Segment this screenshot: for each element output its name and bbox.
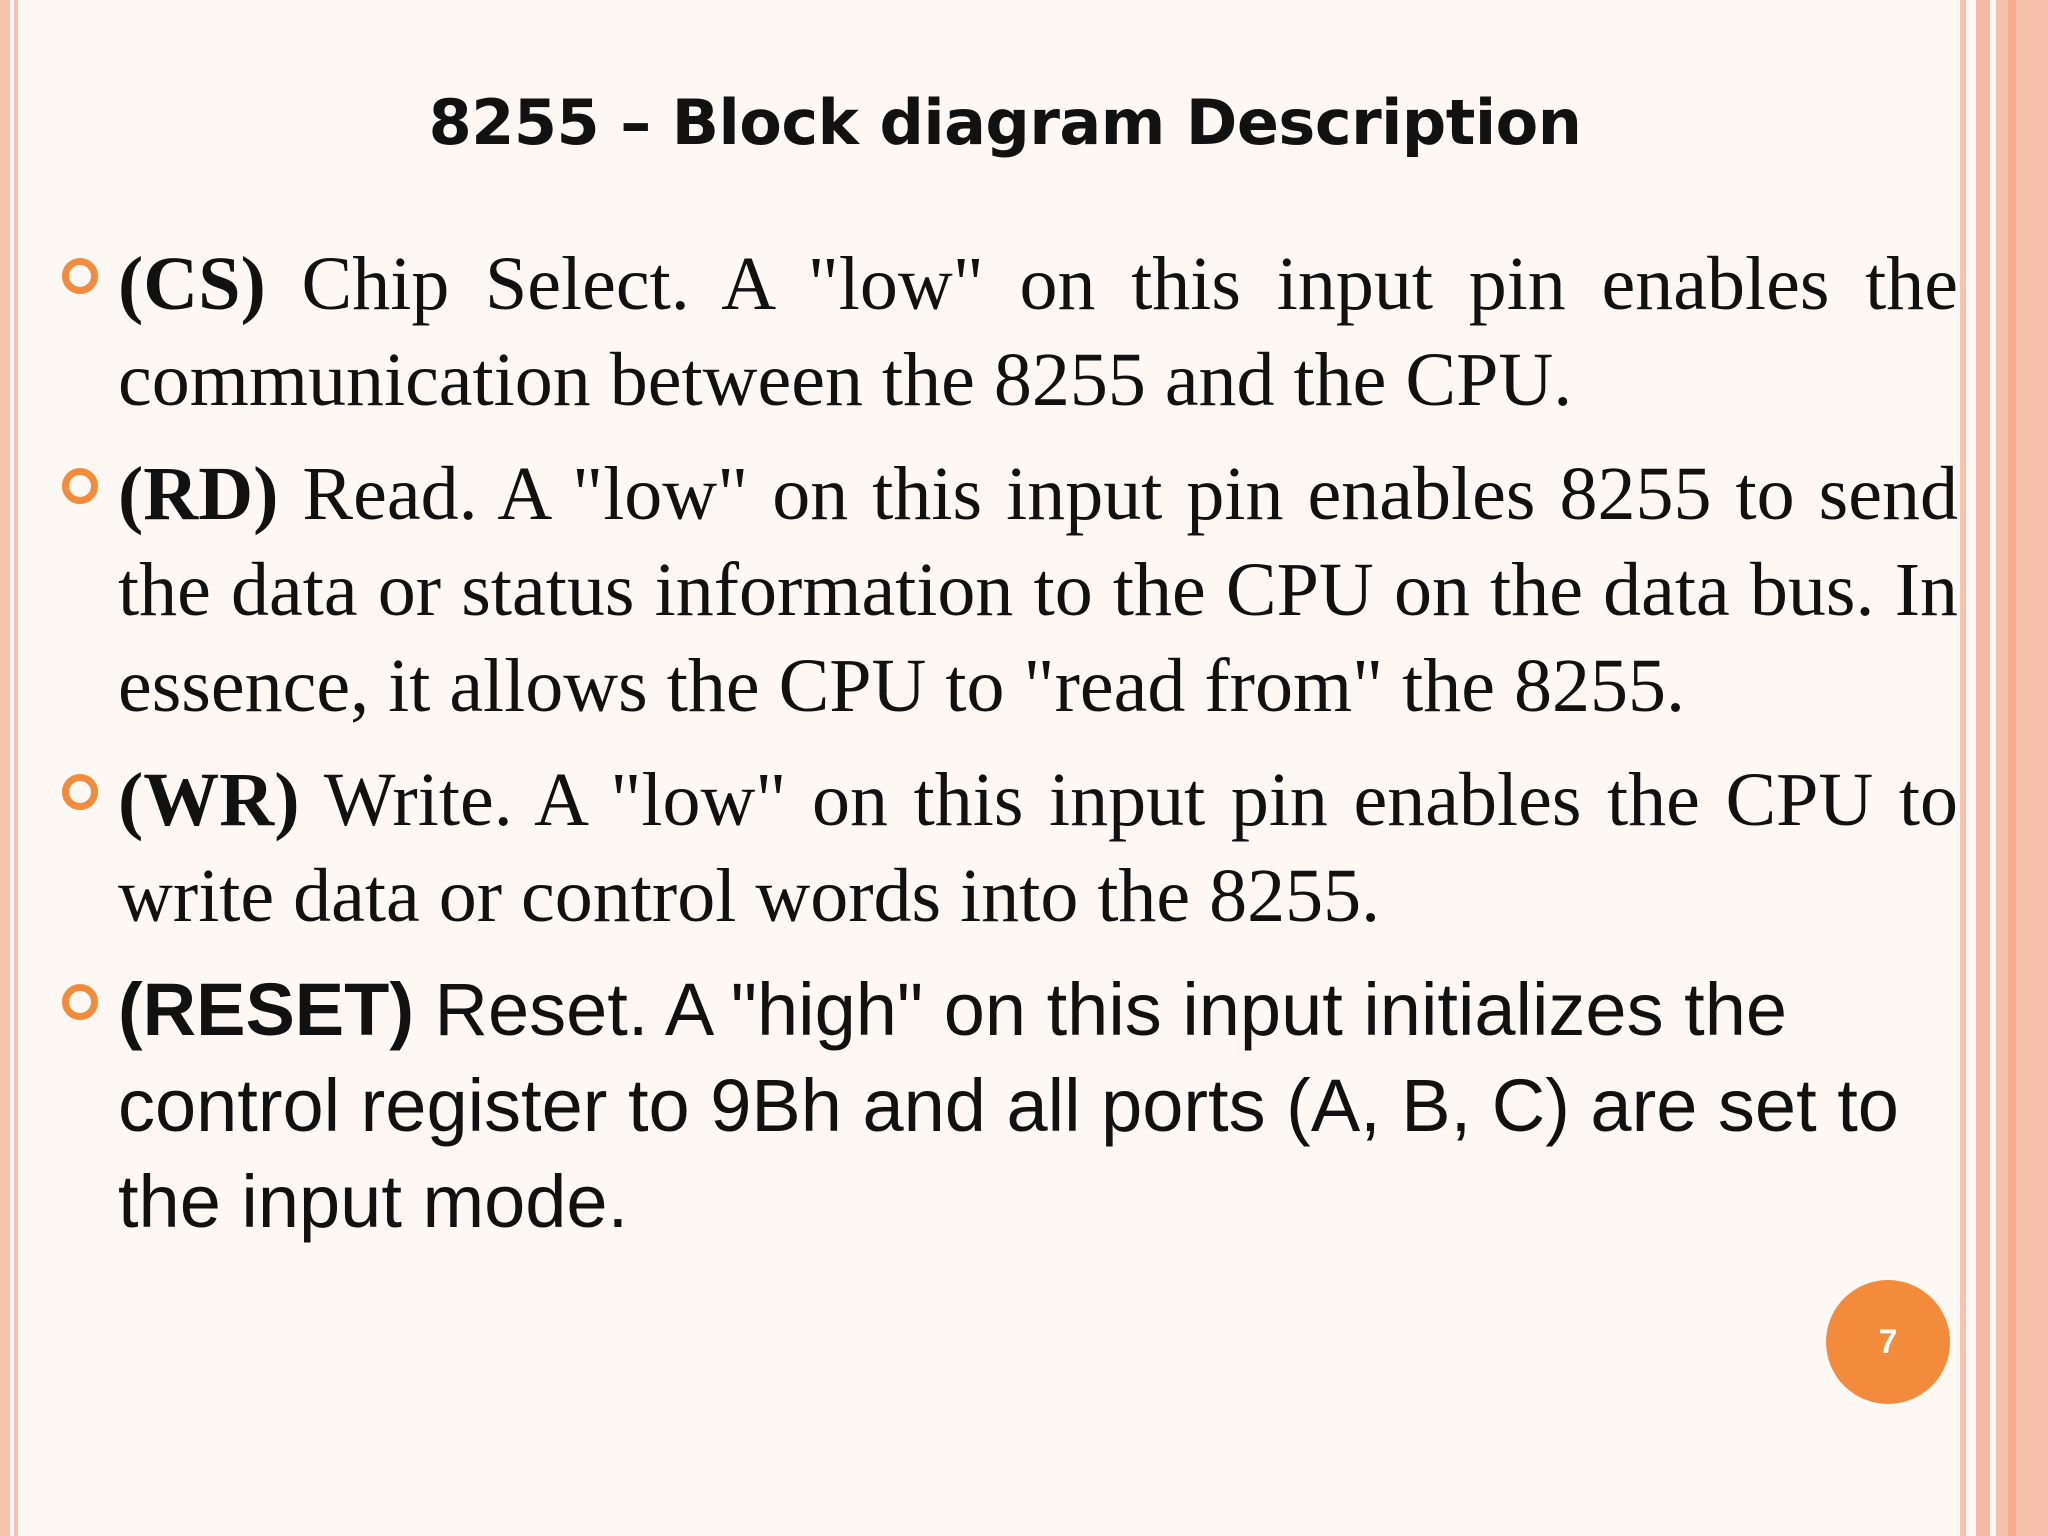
- bullet-term: (CS): [118, 242, 266, 326]
- ring-bullet-icon: [62, 984, 98, 1020]
- left-border-stripe: [0, 0, 10, 1536]
- bullet-text: (CS) Chip Select. A "low" on this input …: [118, 236, 1958, 428]
- bullet-term: (RD): [118, 452, 279, 536]
- page-number-badge: 7: [1826, 1280, 1950, 1404]
- slide-title: 8255 – Block diagram Description: [428, 86, 1582, 159]
- ring-bullet-icon: [62, 774, 98, 810]
- left-border-line: [14, 0, 18, 1536]
- bullet-item-rd: (RD) Read. A "low" on this input pin ena…: [58, 446, 1958, 734]
- bullet-item-reset: (RESET) Reset. A "high" on this input in…: [58, 962, 1958, 1250]
- bullet-description: Write. A "low" on this input pin enables…: [118, 758, 1958, 938]
- bullet-item-cs: (CS) Chip Select. A "low" on this input …: [58, 236, 1958, 428]
- right-border-stripe: [1976, 0, 1990, 1536]
- bullet-text: (RESET) Reset. A "high" on this input in…: [118, 962, 1958, 1250]
- ring-bullet-icon: [62, 258, 98, 294]
- bullet-description: Chip Select. A "low" on this input pin e…: [118, 242, 1958, 422]
- bullet-text: (RD) Read. A "low" on this input pin ena…: [118, 446, 1958, 734]
- right-border-band-inner: [2008, 0, 2016, 1536]
- bullet-term: (WR): [118, 758, 300, 842]
- bullet-description: Read. A "low" on this input pin enables …: [118, 452, 1958, 728]
- bullet-description: Reset. A "high" on this input initialize…: [118, 968, 1899, 1243]
- bullet-item-wr: (WR) Write. A "low" on this input pin en…: [58, 752, 1958, 944]
- bullet-text: (WR) Write. A "low" on this input pin en…: [118, 752, 1958, 944]
- bullet-term: (RESET): [118, 968, 414, 1051]
- ring-bullet-icon: [62, 468, 98, 504]
- right-border-band: [1996, 0, 2048, 1536]
- bullet-list: (CS) Chip Select. A "low" on this input …: [58, 236, 1958, 1268]
- right-border-line: [1960, 0, 1966, 1536]
